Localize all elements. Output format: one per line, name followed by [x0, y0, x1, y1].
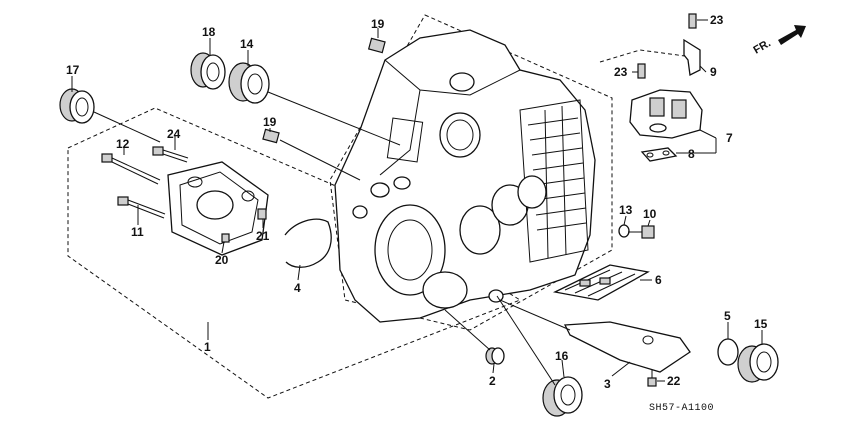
assembly-outline-main — [329, 14, 613, 331]
part-label-17: 17 — [66, 63, 80, 77]
plate-3 — [563, 321, 691, 373]
part-label-14: 14 — [240, 37, 254, 51]
part-label-11: 11 — [131, 225, 144, 239]
axis-line-16 — [496, 295, 556, 386]
part-label-3: 3 — [604, 377, 611, 391]
dowel-19-top — [367, 37, 386, 54]
gasket-8 — [640, 147, 678, 162]
bolt-22 — [647, 370, 657, 387]
axis-line-19 — [279, 139, 361, 181]
part-label-15: 15 — [754, 317, 768, 331]
part-label-13: 13 — [619, 203, 633, 217]
seal-16 — [542, 376, 583, 417]
part-label-6: 6 — [655, 273, 662, 287]
bolt-12 — [101, 153, 161, 185]
part-label-4: 4 — [294, 281, 301, 295]
part-label-19-left: 19 — [263, 115, 277, 129]
part-label-16: 16 — [555, 349, 569, 363]
dowel-20 — [221, 233, 230, 243]
part-label-8: 8 — [688, 147, 695, 161]
side-cover — [167, 161, 269, 256]
dowel-21 — [257, 208, 267, 220]
part-label-24: 24 — [167, 127, 181, 141]
bolt-24 — [152, 146, 189, 163]
dowel-19-left — [262, 128, 280, 144]
solenoid-7 — [629, 89, 703, 139]
bushing-2 — [485, 347, 505, 365]
part-label-1: 1 — [204, 340, 211, 354]
part-label-9: 9 — [710, 65, 717, 79]
part-label-12: 12 — [116, 137, 130, 151]
bolt-23-lower — [637, 63, 646, 79]
part-label-18: 18 — [202, 25, 216, 39]
leader-lines — [71, 19, 763, 382]
transmission-case — [334, 29, 596, 323]
part-label-21: 21 — [256, 229, 270, 243]
washer-13 — [618, 224, 630, 238]
part-label-5: 5 — [724, 309, 731, 323]
assembly-outline-cover — [67, 107, 522, 399]
bearing-15 — [737, 343, 779, 383]
seal-17 — [59, 88, 95, 124]
axis-line-17 — [93, 111, 161, 143]
part-label-23-lower: 23 — [614, 65, 628, 79]
front-direction-arrow: FR. — [752, 25, 806, 57]
part-label-22: 22 — [667, 374, 681, 388]
part-label-19-top: 19 — [371, 17, 385, 31]
axis-line-3 — [499, 299, 571, 331]
front-direction-label: FR. — [752, 37, 773, 56]
part-label-20: 20 — [215, 253, 229, 267]
part-label-23-top: 23 — [710, 13, 724, 27]
part-label-7: 7 — [726, 131, 733, 145]
filter-6 — [552, 264, 650, 301]
gasket-4 — [284, 218, 332, 268]
bracket-9 — [683, 13, 701, 76]
bolt-10 — [628, 225, 655, 239]
diagram-code: SH57-A1100 — [649, 403, 714, 414]
bolt-11 — [117, 196, 166, 219]
part-label-2: 2 — [489, 374, 496, 388]
part-label-10: 10 — [643, 207, 657, 221]
washer-5 — [717, 338, 739, 366]
axis-line-14 — [267, 91, 401, 146]
axis-line-2 — [444, 309, 491, 351]
bearing-14 — [228, 62, 270, 104]
seal-18 — [190, 52, 226, 90]
